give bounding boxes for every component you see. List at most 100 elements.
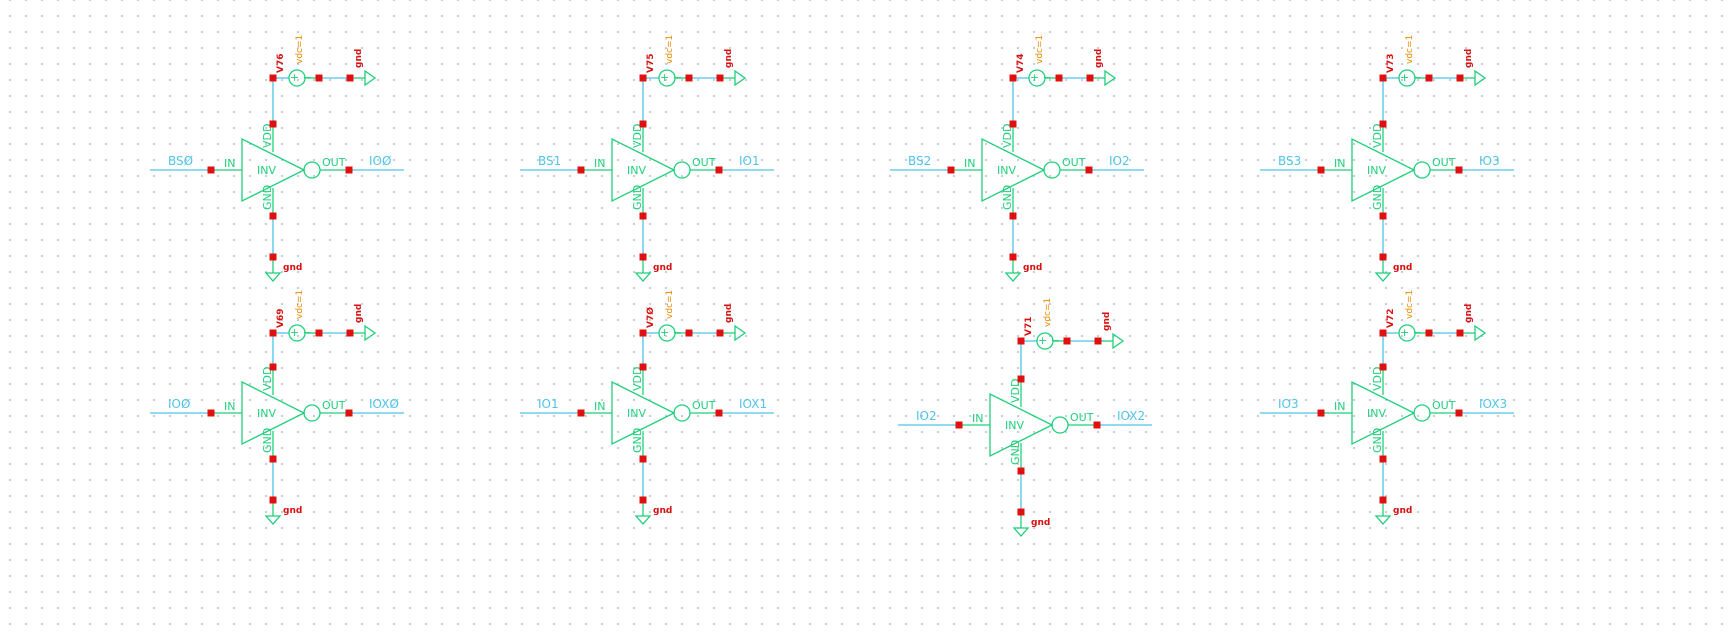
gnd-sym-pin[interactable] (1379, 496, 1387, 504)
vdd-corner-pin[interactable] (1009, 74, 1017, 82)
gnd-net-label-top: gnd (1464, 304, 1474, 323)
vdd-pin[interactable] (1017, 375, 1025, 383)
output-pin[interactable] (345, 409, 353, 417)
gnd-pin-label: GND (631, 185, 644, 210)
vdc-param-label: vdc=1 (665, 290, 675, 319)
vdd-pin-label: VDD (1001, 124, 1014, 148)
ground-symbol (1374, 272, 1392, 282)
output-pin[interactable] (1085, 166, 1093, 174)
output-pin[interactable] (1455, 166, 1463, 174)
vdd-pin[interactable] (639, 120, 647, 128)
source-polarity: + − (660, 71, 682, 84)
gnd-sym-pin[interactable] (269, 496, 277, 504)
input-pin[interactable] (947, 166, 955, 174)
gnd-pin[interactable] (639, 212, 647, 220)
gnd-term-pin[interactable] (716, 329, 724, 337)
gnd-term-pin[interactable] (1086, 74, 1094, 82)
vdd-pin[interactable] (1379, 120, 1387, 128)
inverter-symbol (611, 380, 676, 446)
output-pin[interactable] (345, 166, 353, 174)
in-pin-label: IN (594, 157, 605, 170)
output-net-label: IO2 (1109, 154, 1130, 168)
gnd-net-label-top: gnd (1464, 49, 1474, 68)
vdd-corner-pin[interactable] (1379, 74, 1387, 82)
source-pin[interactable] (315, 74, 323, 82)
source-pin[interactable] (1055, 74, 1063, 82)
source-pin[interactable] (685, 74, 693, 82)
gnd-pin[interactable] (269, 455, 277, 463)
output-pin[interactable] (1093, 421, 1101, 429)
source-pin[interactable] (685, 329, 693, 337)
input-pin[interactable] (577, 409, 585, 417)
gnd-term-pin[interactable] (1456, 329, 1464, 337)
vdd-corner-pin[interactable] (1017, 337, 1025, 345)
vdd-pin[interactable] (1379, 363, 1387, 371)
source-name-label: V75 (646, 54, 656, 74)
output-pin[interactable] (715, 166, 723, 174)
input-pin[interactable] (577, 166, 585, 174)
source-pin[interactable] (315, 329, 323, 337)
gnd-term-pin[interactable] (1456, 74, 1464, 82)
gnd-pin[interactable] (1009, 212, 1017, 220)
vdd-pin[interactable] (269, 120, 277, 128)
output-pin[interactable] (715, 409, 723, 417)
gnd-net-label: gnd (1393, 506, 1412, 516)
input-pin[interactable] (207, 166, 215, 174)
vdd-pin-label: VDD (631, 124, 644, 148)
gnd-term-pin[interactable] (1094, 337, 1102, 345)
input-pin[interactable] (955, 421, 963, 429)
gnd-sym-pin[interactable] (269, 253, 277, 261)
input-pin[interactable] (1317, 166, 1325, 174)
gnd-sym-pin[interactable] (1017, 508, 1025, 516)
gnd-term-pin[interactable] (346, 74, 354, 82)
vdd-corner-pin[interactable] (639, 74, 647, 82)
vdd-corner-pin[interactable] (269, 329, 277, 337)
inverter-symbol (989, 392, 1054, 458)
input-net-label: BSØ (168, 154, 193, 168)
output-pin[interactable] (1455, 409, 1463, 417)
source-pin[interactable] (1425, 329, 1433, 337)
gnd-net-label-top: gnd (354, 304, 364, 323)
input-pin[interactable] (1317, 409, 1325, 417)
gnd-pin[interactable] (1379, 212, 1387, 220)
source-polarity: + − (1038, 334, 1060, 347)
inv-label: INV (627, 164, 646, 177)
gnd-pin[interactable] (269, 212, 277, 220)
output-net-label: IOØ (369, 154, 391, 168)
gnd-sym-pin[interactable] (639, 253, 647, 261)
in-pin-label: IN (224, 400, 235, 413)
vdd-pin[interactable] (1009, 120, 1017, 128)
vdd-pin[interactable] (269, 363, 277, 371)
gnd-sym-pin[interactable] (1009, 253, 1017, 261)
source-pin[interactable] (1425, 74, 1433, 82)
vdd-corner-pin[interactable] (639, 329, 647, 337)
in-pin-label: IN (1334, 400, 1345, 413)
gnd-term-pin[interactable] (346, 329, 354, 337)
vdd-corner-pin[interactable] (269, 74, 277, 82)
gnd-net-label: gnd (1031, 518, 1050, 528)
ground-symbol-right (1474, 69, 1487, 87)
gnd-sym-pin[interactable] (1379, 253, 1387, 261)
gnd-term-pin[interactable] (716, 74, 724, 82)
gnd-pin[interactable] (1017, 467, 1025, 475)
gnd-pin[interactable] (639, 455, 647, 463)
gnd-net-label-top: gnd (1102, 312, 1112, 331)
in-pin-label: IN (1334, 157, 1345, 170)
gnd-pin[interactable] (1379, 455, 1387, 463)
source-pin[interactable] (1063, 337, 1071, 345)
input-pin[interactable] (207, 409, 215, 417)
vdd-corner-pin[interactable] (1379, 329, 1387, 337)
inv-label: INV (1367, 407, 1386, 420)
vdd-pin[interactable] (639, 363, 647, 371)
gnd-sym-pin[interactable] (639, 496, 647, 504)
